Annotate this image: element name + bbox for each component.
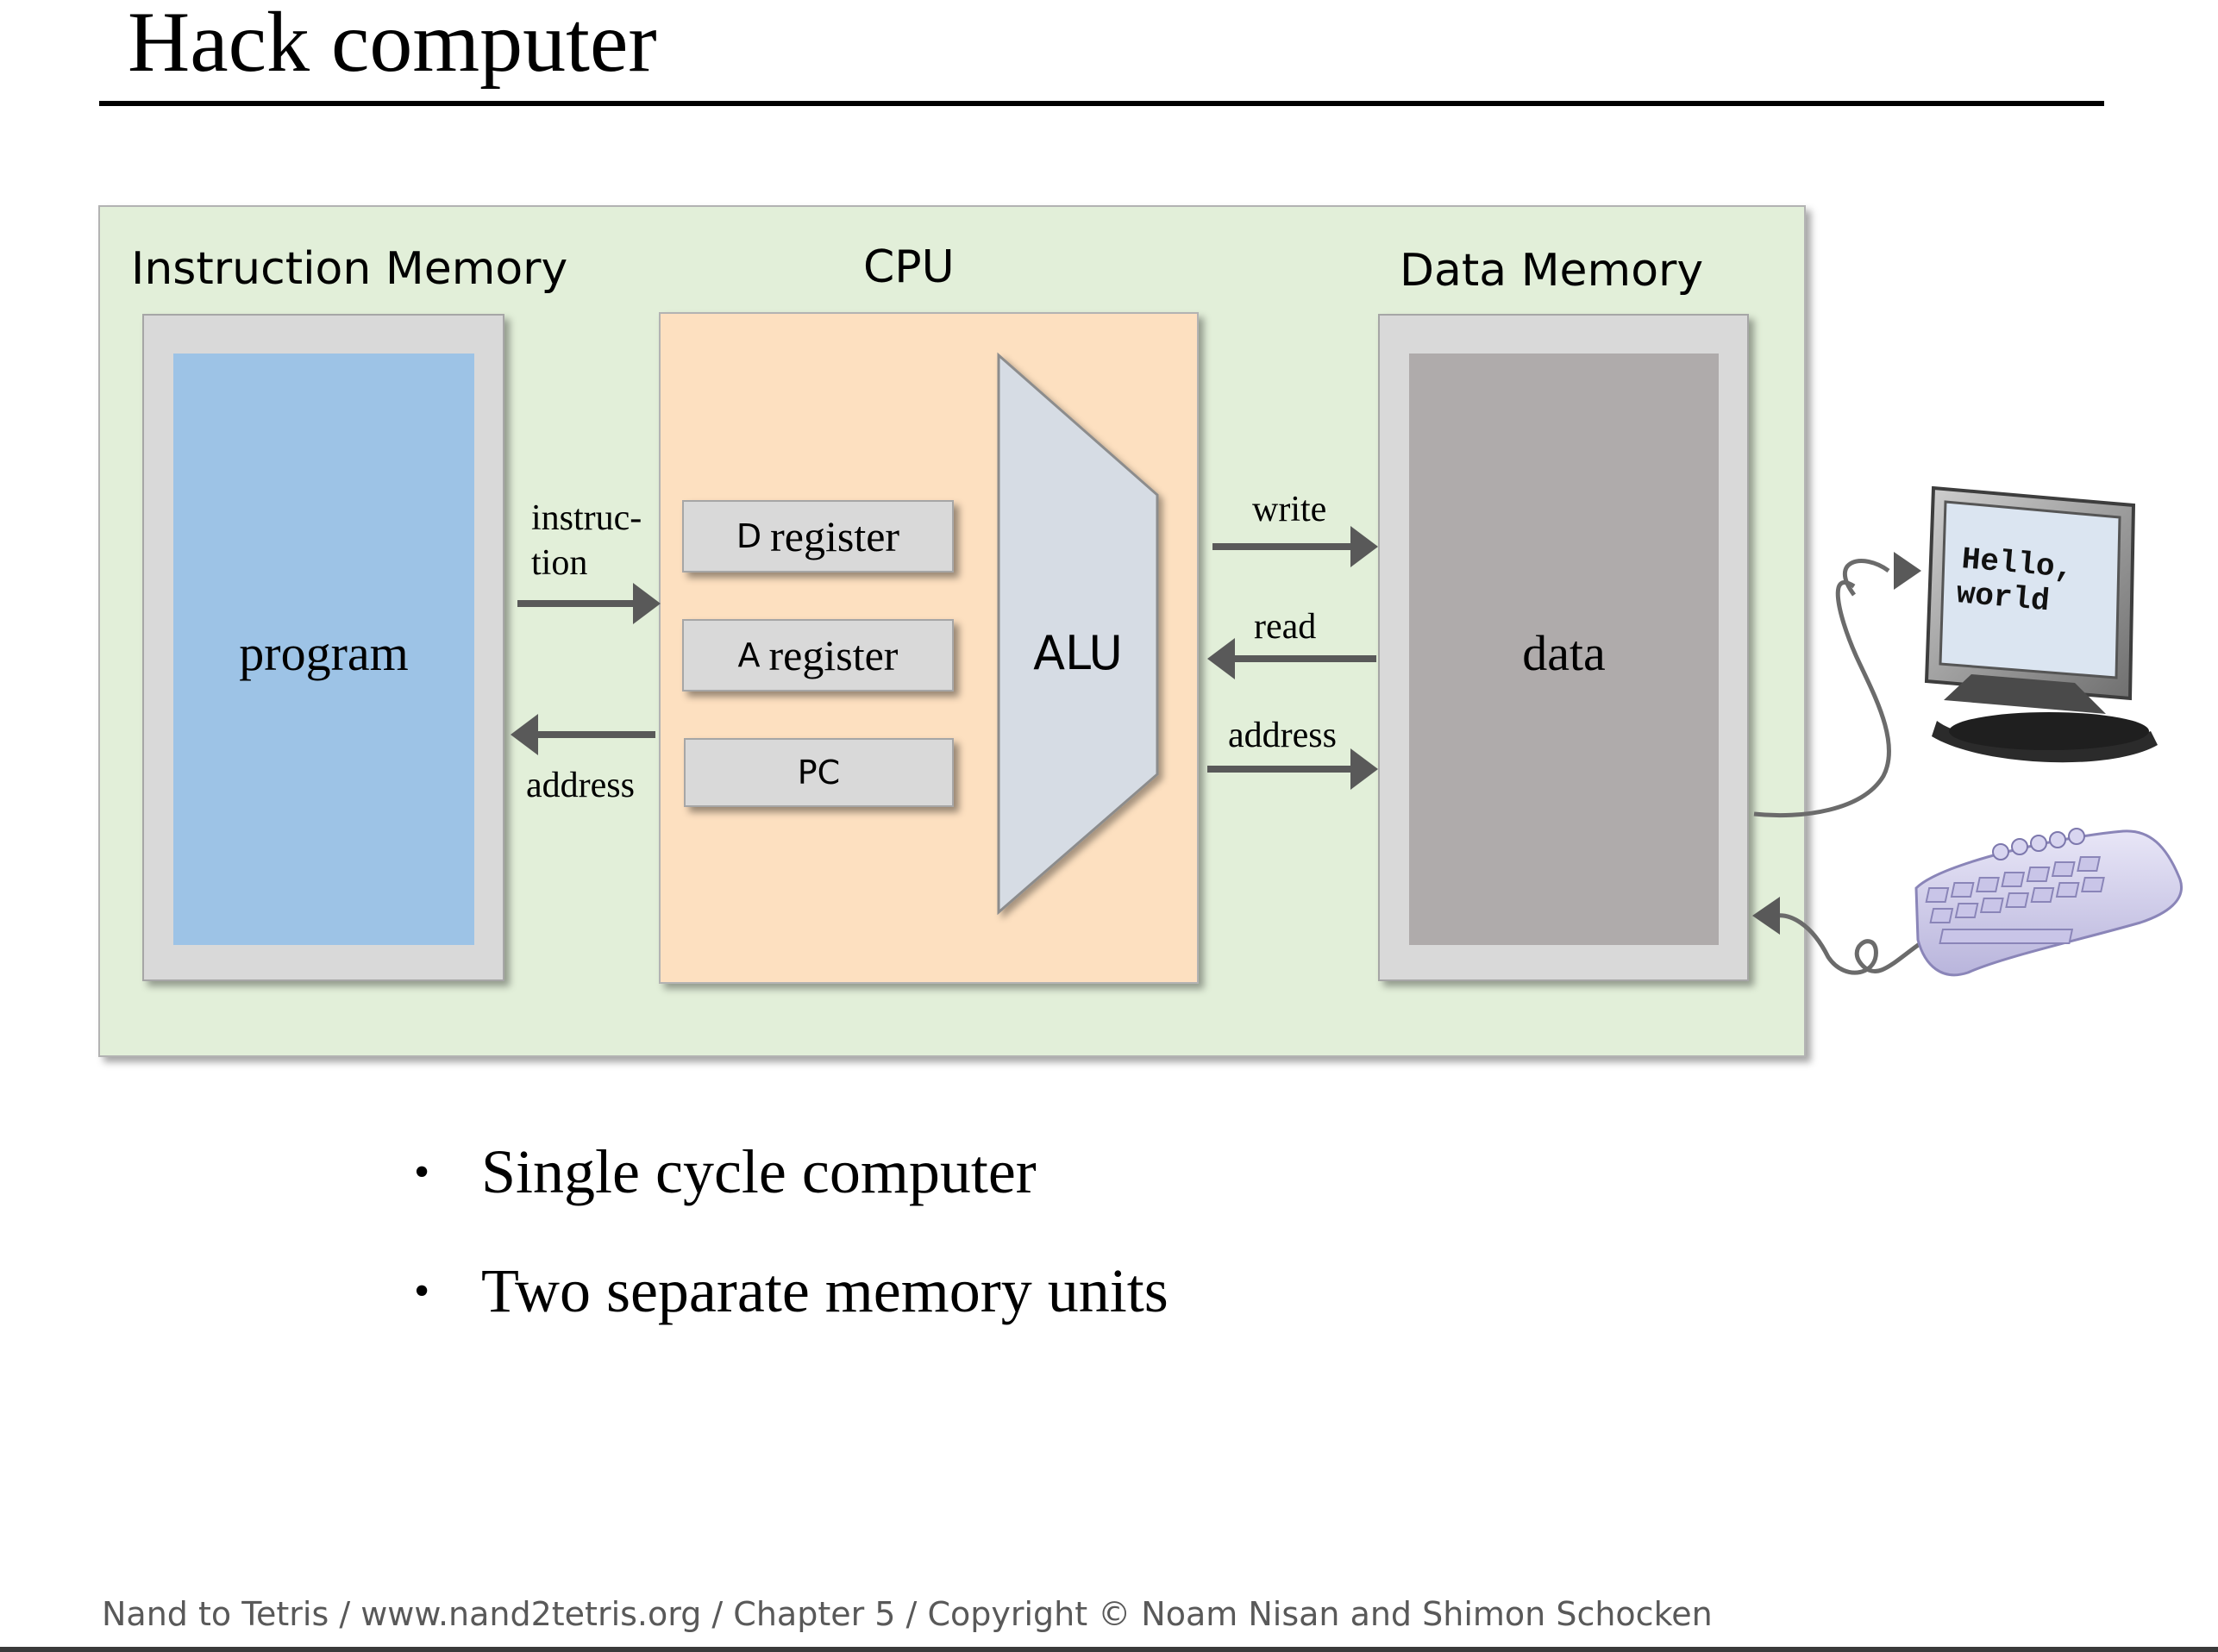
- keyboard-icon: [1914, 828, 2183, 977]
- data-memory-data-area: [1409, 354, 1719, 945]
- write-arrow: [1212, 526, 1378, 567]
- slide-title: Hack computer: [128, 0, 657, 90]
- a-register-prefix: A: [737, 636, 761, 674]
- monitor-icon: Hello, world: [1924, 485, 2158, 763]
- title-rule: [99, 101, 2104, 106]
- bullet-text-1: Single cycle computer: [481, 1137, 1037, 1206]
- a-register: A register: [682, 619, 954, 691]
- data-memory-label: Data Memory: [1400, 245, 1704, 297]
- bottom-rule: [0, 1647, 2218, 1652]
- write-arrow-label: write: [1252, 490, 1327, 529]
- d-register: D register: [682, 500, 954, 573]
- pc-register-label: PC: [797, 754, 841, 792]
- bullet-marker: •: [414, 1267, 430, 1316]
- address-arrow-right-label: address: [1228, 716, 1337, 755]
- instruction-memory-label: Instruction Memory: [131, 243, 568, 295]
- instruction-arrow-label-line2: tion: [531, 543, 588, 583]
- address-arrow-left-label: address: [526, 766, 635, 805]
- alu-shape: [997, 352, 1159, 916]
- bullet-text-2: Two separate memory units: [481, 1256, 1169, 1325]
- footer-copyright: Nand to Tetris / www.nand2tetris.org / C…: [102, 1595, 1713, 1633]
- d-register-prefix: D: [736, 517, 762, 555]
- read-arrow: [1207, 638, 1376, 679]
- bullet-item: • Single cycle computer: [414, 1136, 1037, 1208]
- bullet-item: • Two separate memory units: [414, 1255, 1169, 1327]
- a-register-name: register: [768, 631, 899, 679]
- address-arrow-left: [511, 714, 655, 755]
- address-arrow-right: [1207, 748, 1378, 790]
- read-arrow-label: read: [1254, 607, 1317, 647]
- alu-label: ALU: [1033, 626, 1123, 680]
- program-label: program: [239, 625, 409, 681]
- pc-register: PC: [684, 738, 954, 807]
- monitor-cable: [1753, 552, 1921, 818]
- cpu-label: CPU: [863, 241, 955, 293]
- bullet-marker: •: [414, 1148, 430, 1197]
- keyboard-cable: [1752, 897, 1935, 975]
- data-label: data: [1522, 625, 1606, 681]
- instruction-arrow-label-line1: instruc-: [531, 498, 642, 538]
- screen-line-2: world: [1955, 576, 2051, 619]
- instruction-memory-program-area: [173, 354, 474, 945]
- instruction-arrow: [517, 583, 661, 624]
- d-register-name: register: [770, 512, 900, 560]
